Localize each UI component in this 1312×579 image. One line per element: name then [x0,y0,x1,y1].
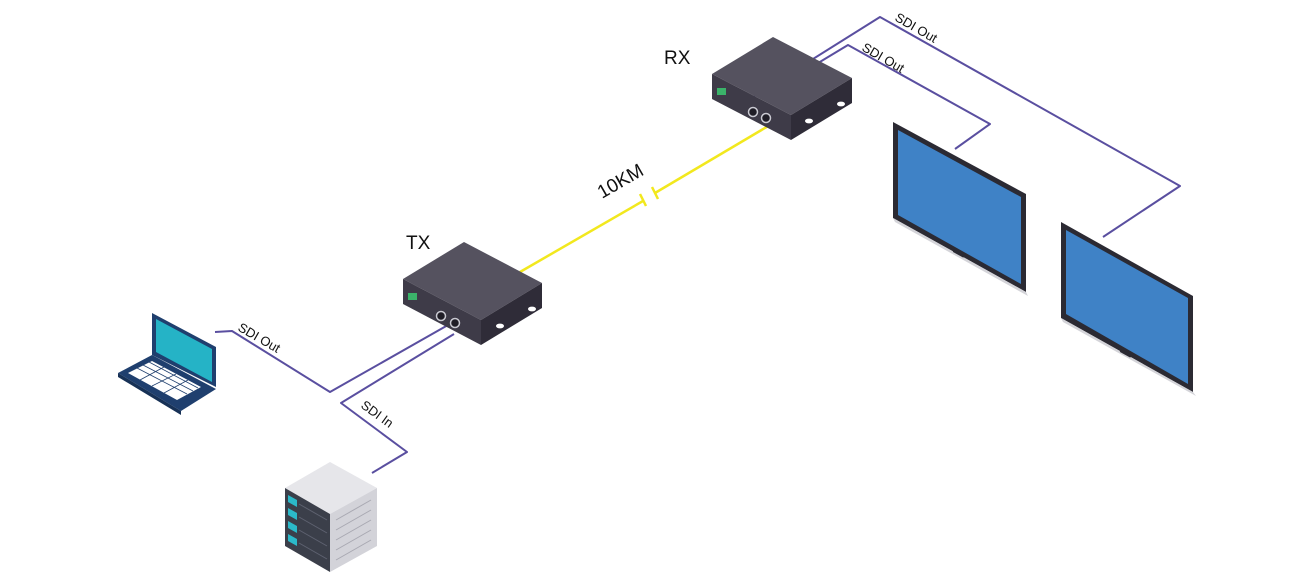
tx-bnc-port [449,317,461,329]
server-drive-light [288,521,297,533]
tx-label: TX [406,233,431,254]
monitor-2 [1061,222,1196,396]
rx-label: RX [664,48,691,69]
rx-device [712,37,852,140]
laptop-screen [156,319,212,382]
tx-foot [496,323,504,329]
rx-terminal-block [717,88,726,95]
laptop-keyboard [128,361,201,400]
distance-label: 10KM [594,160,647,203]
server [285,462,377,572]
laptop [118,313,216,415]
monitor-2-screen [1066,230,1188,384]
rx-foot [805,118,813,124]
server-drive-light [288,534,297,546]
tx-device [403,242,542,345]
server-sdi-label: SDI In [358,397,396,430]
monitor-1-screen [898,130,1021,284]
rx-bnc-port [747,106,759,118]
tx-foot [528,306,536,312]
server-drive-light [288,508,297,520]
server-drive-light [288,495,297,507]
fiber-link [519,123,771,274]
tx-terminal-block [408,293,417,300]
monitor1-sdi-label: SDI Out [860,40,908,76]
server-cable [340,333,455,474]
monitor-1 [893,122,1028,296]
rx-foot [837,101,845,107]
tx-bnc-port [435,310,447,322]
monitor2-cable [753,16,1181,238]
rx-bnc-port [760,112,772,124]
laptop-cable [214,324,449,393]
